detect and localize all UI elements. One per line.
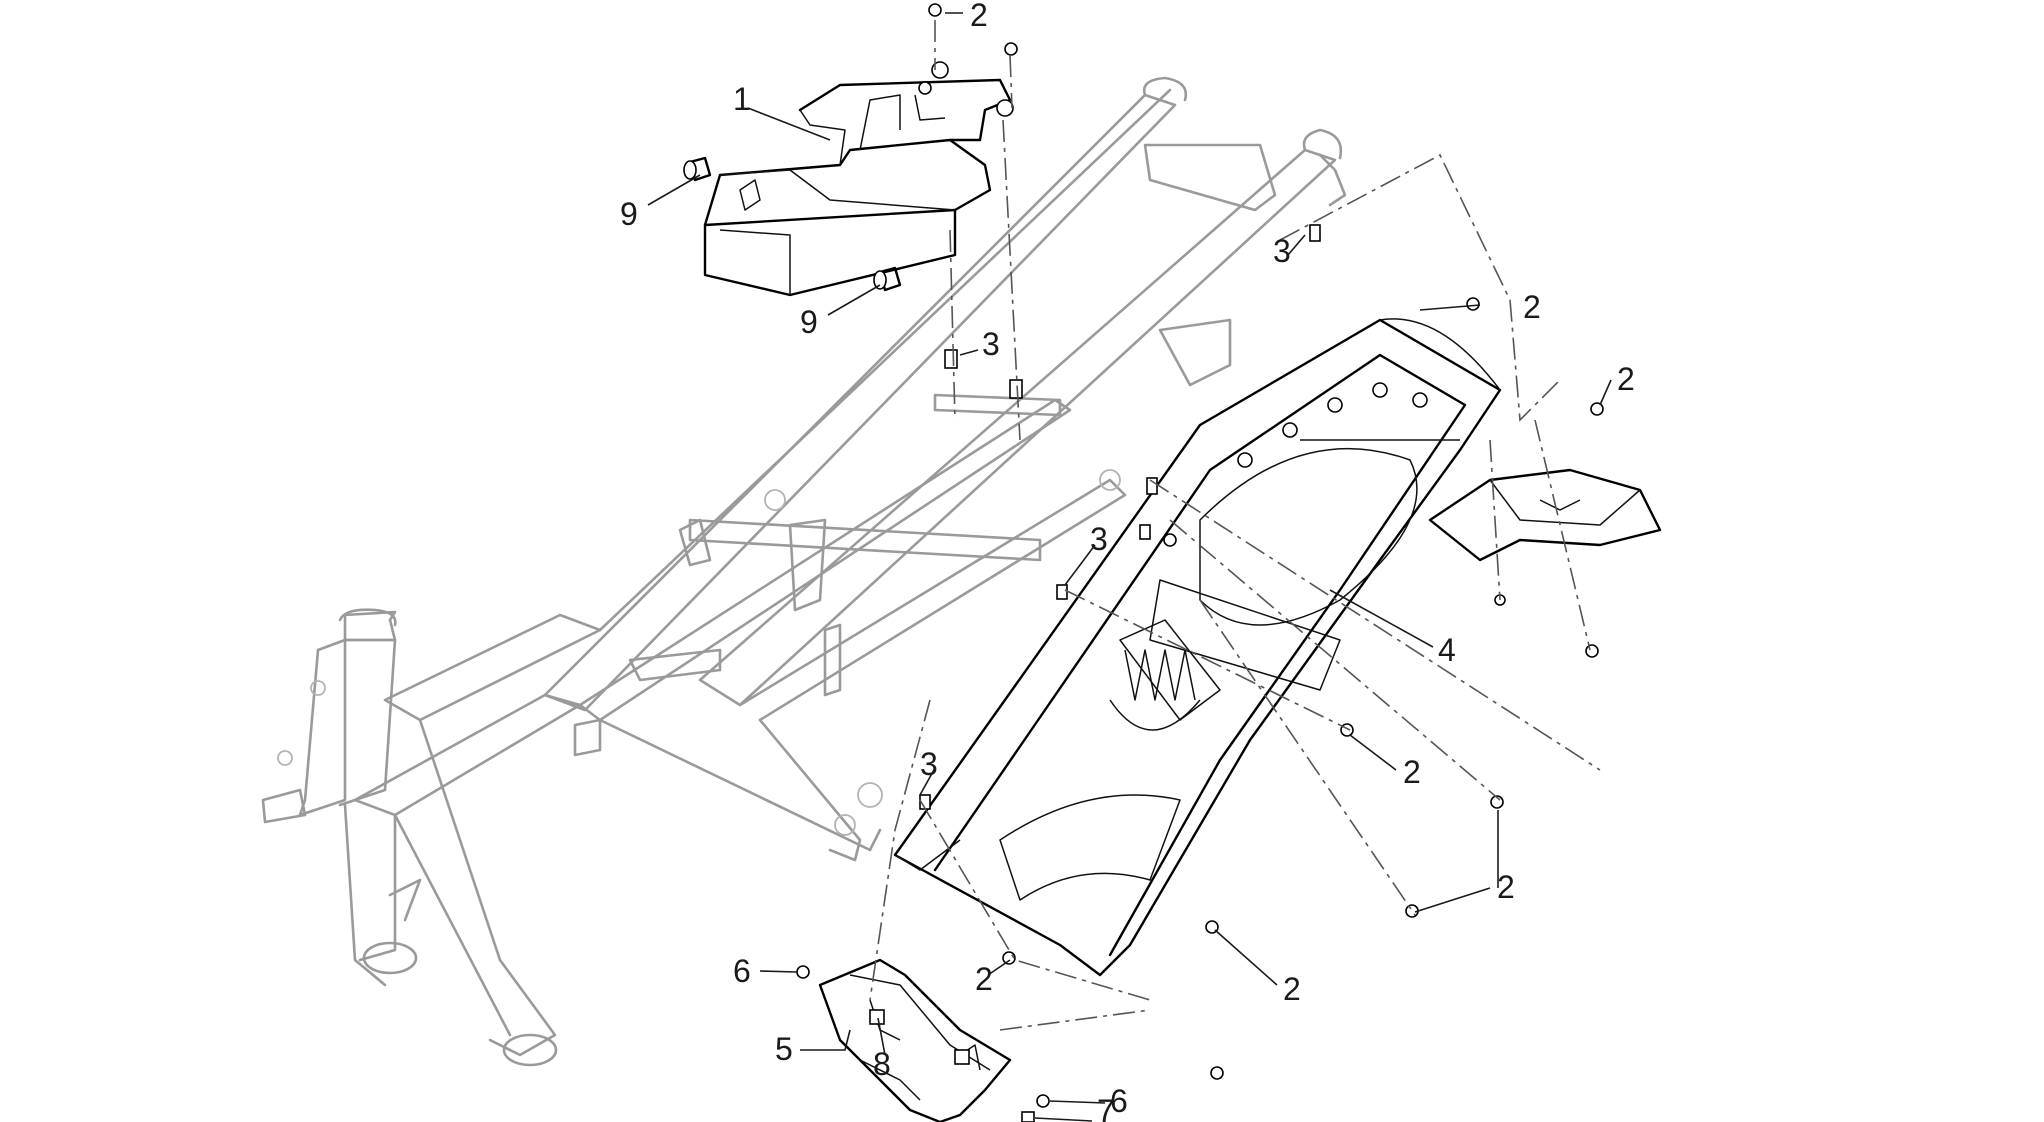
callout-1: 1 [733,81,751,117]
callout-7: 7 [1097,1093,1115,1122]
rear-undertray-part-4 [893,318,1502,977]
callout-2-mid: 2 [1403,754,1421,790]
main-frame [261,76,1347,1067]
callout-9-upper: 9 [620,196,638,232]
callout-2-right-upper: 2 [1523,289,1541,325]
callout-9-lower: 9 [800,304,818,340]
callout-3-lower: 3 [920,746,938,782]
callout-3-mid: 3 [1090,521,1108,557]
callout-4: 4 [1438,632,1456,668]
callout-3-upper-right: 3 [1273,233,1291,269]
assembly-dashed-lines [869,20,1601,1031]
callout-8: 8 [873,1046,891,1082]
callout-2-bottom: 2 [1283,971,1301,1007]
leader-lines [647,12,1612,1122]
callout-6-right: 6 [1110,1083,1128,1119]
callout-labels: 1 2 2 2 2 2 2 2 3 3 3 3 4 5 6 6 7 8 9 9 [620,0,1635,1122]
electrical-tray-part-1 [703,61,1014,297]
callout-2-right-lower: 2 [1497,869,1515,905]
callout-3-center: 3 [982,326,1000,362]
callout-5: 5 [775,1031,793,1067]
callout-2-bottom-left: 2 [975,961,993,997]
rear-side-bracket [1428,468,1662,562]
callout-6-left: 6 [733,953,751,989]
callout-2-far-right: 2 [1617,361,1635,397]
callout-2-top: 2 [970,0,988,33]
